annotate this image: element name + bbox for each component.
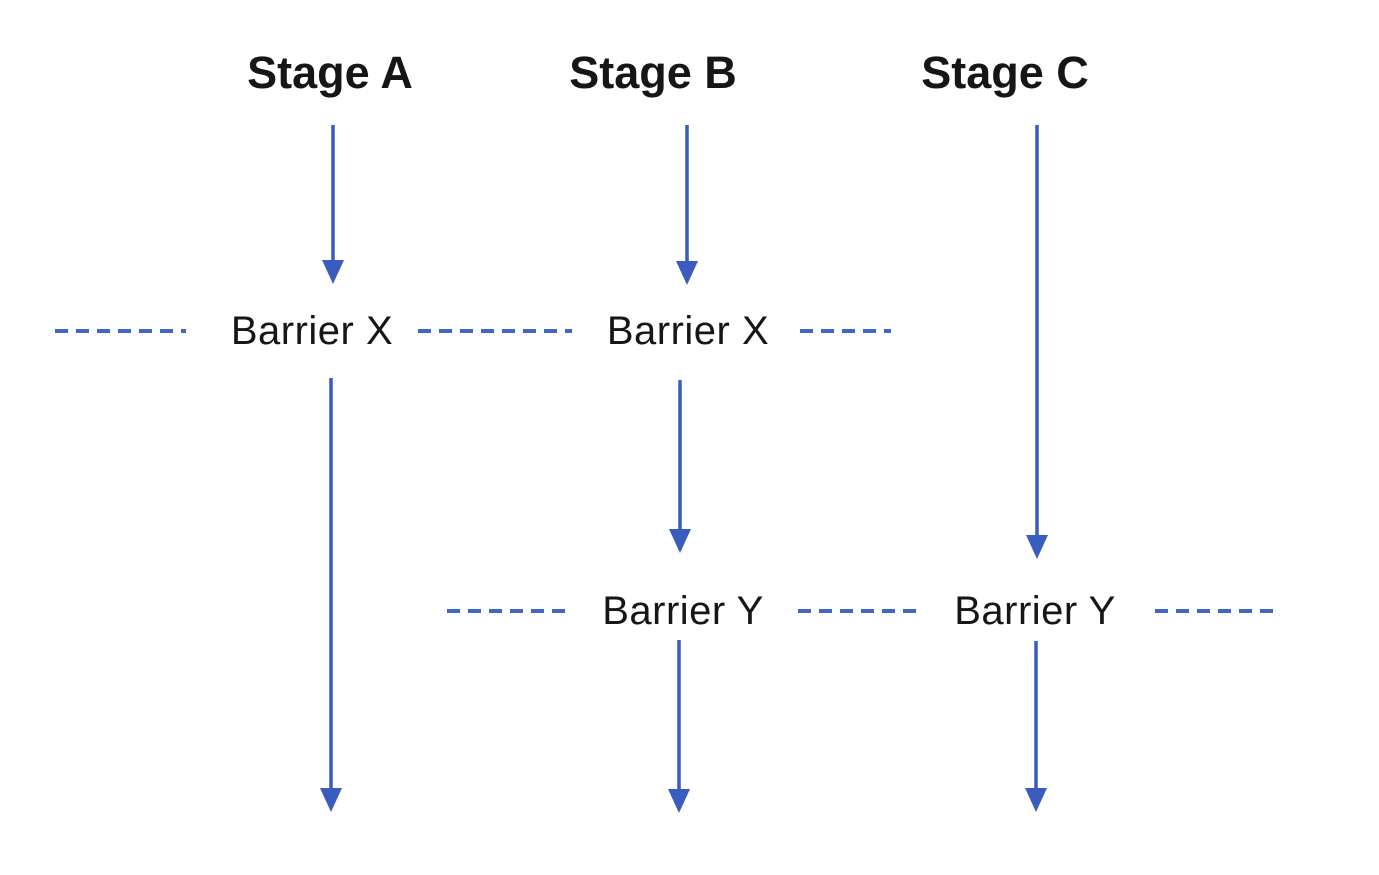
stage-b-arrow-top-arrowhead — [676, 261, 698, 285]
barrier-x-label-2: Barrier X — [607, 309, 769, 353]
stage-c-arrow-top — [1026, 125, 1048, 559]
stage-c-label: Stage C — [921, 47, 1089, 98]
barrier-x-row: Barrier X Barrier X — [55, 309, 891, 353]
stage-b-arrow-bottom-arrowhead — [668, 789, 690, 813]
barrier-x-label-1: Barrier X — [231, 309, 393, 353]
stage-c-arrow-bottom-arrowhead — [1025, 788, 1047, 812]
stage-b-arrow-top — [676, 125, 698, 285]
stage-a-label: Stage A — [247, 47, 413, 98]
stage-c-arrow-top-arrowhead — [1026, 535, 1048, 559]
stage-a-arrow-bottom — [320, 378, 342, 812]
stage-a-arrow-top — [322, 125, 344, 284]
stage-b-arrow-middle-arrowhead — [669, 529, 691, 553]
stage-b-arrow-middle — [669, 380, 691, 553]
barrier-y-row: Barrier Y Barrier Y — [447, 589, 1281, 633]
stage-a-arrow-top-arrowhead — [322, 260, 344, 284]
barrier-y-label-2: Barrier Y — [954, 589, 1116, 633]
stage-b-arrow-bottom — [668, 640, 690, 813]
stage-a-arrow-bottom-arrowhead — [320, 788, 342, 812]
stage-b-label: Stage B — [569, 47, 737, 98]
stage-c-arrow-bottom — [1025, 641, 1047, 812]
barrier-y-label-1: Barrier Y — [602, 589, 764, 633]
